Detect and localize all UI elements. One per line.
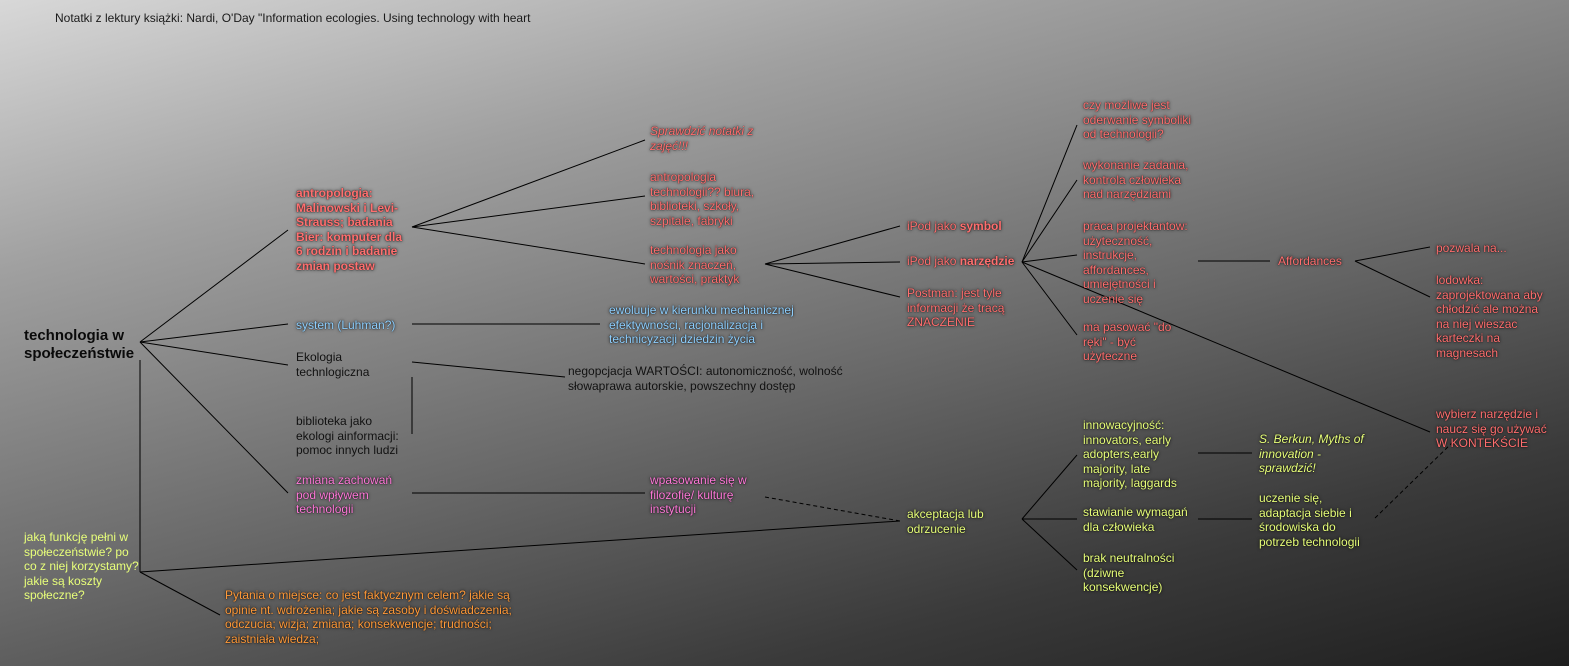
node-tech-anthropology[interactable]: antropologia technologii?? biura, biblio…: [650, 170, 755, 228]
link-root-system: [139, 323, 289, 343]
link-questions-acceptance: [139, 520, 901, 573]
link-root-ecology: [139, 341, 289, 366]
node-evolves[interactable]: ewoluuje w kierunku mechanicznej efektyw…: [609, 303, 794, 346]
link-acceptance-innov: [1021, 454, 1078, 520]
link-tool-symbolism: [1021, 124, 1078, 263]
link-tool-task: [1021, 179, 1078, 263]
node-learning[interactable]: uczenie się, adaptacja siebie i środowis…: [1259, 491, 1360, 549]
link-anthro-techanthro: [411, 195, 646, 228]
ipod-symbol-bold: symbol: [959, 219, 1002, 233]
node-question-function[interactable]: jaką funkcję pełni w społeczeństwie? po …: [24, 530, 139, 602]
link-root-behavior: [139, 341, 289, 494]
node-choose-tool[interactable]: wybierz narzędzie i naucz się go używać …: [1436, 407, 1547, 450]
node-system[interactable]: system (Luhman?): [296, 318, 396, 332]
node-requirements[interactable]: stawianie wymagań dla człowieka: [1083, 505, 1188, 534]
node-check-notes[interactable]: Sprawdzić notatki z zajęć!!!: [650, 124, 754, 153]
node-fit-hand[interactable]: ma pasować "do ręki" - być użyteczne: [1083, 320, 1172, 363]
link-anthro-carrier: [411, 226, 646, 265]
node-allows[interactable]: pozwala na...: [1436, 241, 1507, 255]
link-affordances-allows: [1354, 246, 1431, 262]
node-anthropology[interactable]: antropologia: Malinowski i Levi-Strauss;…: [296, 186, 403, 273]
link-tool-choose: [1021, 261, 1431, 433]
link-anthro-check: [411, 139, 646, 228]
node-fitting-in[interactable]: wpasowanie się w filozofię/ kulturę inst…: [650, 473, 747, 516]
node-behavior-change[interactable]: zmiana zachowań pod wpływem technologii: [296, 473, 393, 516]
node-no-neutrality[interactable]: brak neutralności (dziwne konsekwencje): [1083, 551, 1175, 594]
node-acceptance[interactable]: akceptacja lub odrzucenie: [907, 507, 984, 536]
ipod-tool-bold: narzędzie: [959, 254, 1015, 268]
node-designers[interactable]: praca projektantow: użyteczność, instruk…: [1083, 219, 1188, 306]
link-acceptance-neutrality: [1021, 518, 1078, 571]
node-library[interactable]: biblioteka jako ekologi ainformacji: pom…: [296, 414, 399, 457]
link-carrier-postman: [764, 263, 901, 298]
link-questions-places: [139, 571, 221, 616]
node-symbolism-question[interactable]: czy możliwe jest oderwanie symboliki od …: [1083, 98, 1192, 141]
node-postman[interactable]: Postman: jest tyle informacji że tracą Z…: [907, 286, 1005, 329]
page-title: Notatki z lektury książki: Nardi, O'Day …: [55, 11, 531, 25]
link-tool-fithand: [1021, 261, 1078, 336]
ipod-symbol-prefix: iPod jako: [907, 219, 960, 233]
node-fridge[interactable]: lodowka: zaprojektowana aby chłodzić ale…: [1436, 273, 1543, 360]
node-place-questions[interactable]: Pytania o miejsce: co jest faktycznym ce…: [225, 588, 512, 646]
ipod-tool-prefix: iPod jako: [907, 254, 960, 268]
link-learning-choose: [1374, 439, 1456, 519]
link-tool-designers: [1021, 254, 1078, 263]
link-fitting-acceptance: [764, 496, 901, 522]
node-affordances[interactable]: Affordances: [1278, 254, 1342, 268]
node-innovativeness[interactable]: innowacyjność: innovators, early adopter…: [1083, 418, 1177, 490]
node-ecology[interactable]: Ekologia technlogiczna: [296, 350, 370, 379]
node-berkun[interactable]: S. Berkun, Myths of innovation - sprawdz…: [1259, 432, 1364, 475]
link-carrier-tool: [764, 261, 901, 265]
link-ecology-values: [411, 361, 566, 378]
node-root[interactable]: technologia w społeczeństwie: [24, 327, 135, 362]
link-carrier-symbol: [764, 225, 901, 265]
node-ipod-symbol[interactable]: iPod jako symbol: [907, 219, 1022, 234]
node-task-execution[interactable]: wykonanie zadania, kontrola człowieka na…: [1083, 158, 1189, 201]
node-ipod-tool[interactable]: iPod jako narzędzie: [907, 254, 1022, 269]
node-tech-carrier[interactable]: technologia jako nośnik znaczeń, wartośc…: [650, 243, 740, 286]
link-affordances-fridge: [1354, 260, 1431, 298]
link-root-anthropology: [139, 229, 289, 343]
node-values[interactable]: negopcjacja WARTOŚCI: autonomiczność, wo…: [568, 364, 843, 393]
